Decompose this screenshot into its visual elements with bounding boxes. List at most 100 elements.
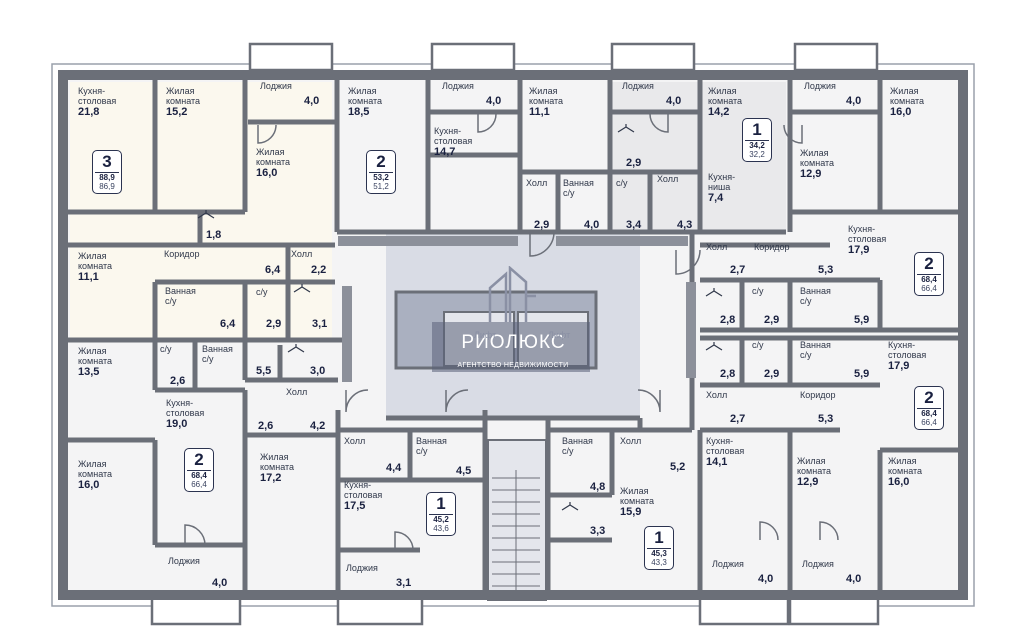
room-area: 3,4 bbox=[626, 219, 642, 231]
apartment-badge[interactable]: 2 53,2 51,2 bbox=[366, 150, 396, 194]
room-area: 15,2 bbox=[166, 106, 188, 118]
room-label: Жилая комната bbox=[166, 86, 201, 106]
room-label: Лоджия bbox=[442, 81, 474, 91]
room-label: Холл bbox=[291, 249, 313, 259]
room-label: с/у bbox=[160, 344, 172, 354]
apartment-total-area: 45,3 bbox=[647, 548, 671, 558]
room-area: 4,0 bbox=[846, 573, 862, 585]
apartment-badge[interactable]: 2 68,4 66,4 bbox=[914, 252, 944, 296]
apartment-total-area: 34,2 bbox=[745, 140, 769, 150]
room-area: 2,9 bbox=[764, 314, 780, 326]
room-area: 4,0 bbox=[846, 95, 862, 107]
room-label: Ванная с/у bbox=[165, 286, 196, 306]
room-area: 2,9 bbox=[534, 219, 550, 231]
room-label: Лоджия bbox=[802, 559, 834, 569]
door-swings bbox=[184, 113, 839, 551]
room-area: 4,0 bbox=[758, 573, 774, 585]
room-label: Жилая комната bbox=[797, 456, 832, 476]
apartment-total-area: 68,4 bbox=[917, 274, 941, 284]
room-label: Кухня- столовая bbox=[434, 126, 473, 146]
apartment-badge[interactable]: 3 88,9 86,9 bbox=[92, 150, 122, 194]
room-label: Жилая комната bbox=[78, 346, 113, 366]
room-area: 17,2 bbox=[260, 472, 282, 484]
room-area: 2,7 bbox=[730, 264, 746, 276]
room-area: 3,0 bbox=[310, 365, 326, 377]
room-area: 19,0 bbox=[166, 418, 188, 430]
apartment-rooms: 1 bbox=[436, 494, 446, 513]
room-area: 16,0 bbox=[888, 476, 910, 488]
room-area: 4,0 bbox=[212, 577, 228, 589]
room-label: Жилая комната bbox=[78, 251, 113, 271]
room-label: Коридор bbox=[800, 390, 836, 400]
apartment-rooms: 3 bbox=[102, 152, 112, 171]
room-label: Ванная с/у bbox=[416, 436, 447, 456]
room-area: 2,6 bbox=[170, 375, 186, 387]
room-label: Ванная с/у bbox=[202, 344, 233, 364]
apartment-badge[interactable]: 1 45,3 43,3 bbox=[644, 526, 674, 570]
room-label: Ванная с/у bbox=[563, 178, 594, 198]
room-area: 4,0 bbox=[666, 95, 682, 107]
apartment-badge[interactable]: 1 34,2 32,2 bbox=[742, 118, 772, 162]
room-area: 3,1 bbox=[312, 318, 328, 330]
staircase bbox=[487, 439, 547, 601]
room-area: 4,0 bbox=[304, 95, 320, 107]
room-area: 2,9 bbox=[764, 368, 780, 380]
room-label: Жилая комната bbox=[890, 86, 925, 106]
core-walls bbox=[338, 236, 696, 382]
room-label: Холл bbox=[620, 436, 642, 446]
room-label: Кухня- столовая bbox=[888, 340, 927, 360]
room-label: Кухня- ниша bbox=[708, 172, 736, 192]
room-label: Холл bbox=[526, 178, 548, 188]
room-label: Коридор bbox=[754, 242, 790, 252]
apartment-rooms: 2 bbox=[376, 152, 386, 171]
apartment-total-area: 68,4 bbox=[917, 408, 941, 418]
apartment-rooms: 1 bbox=[752, 120, 762, 139]
apartment-badge[interactable]: 1 45,2 43,6 bbox=[426, 492, 456, 536]
room-label: Кухня- столовая bbox=[848, 224, 887, 244]
room-label: Ванная с/у bbox=[562, 436, 593, 456]
room-area: 3,3 bbox=[590, 525, 606, 537]
apartment-rooms: 2 bbox=[924, 254, 934, 273]
room-label: Жилая комната bbox=[348, 86, 383, 106]
apartment-badge[interactable]: 2 68,4 66,4 bbox=[184, 448, 214, 492]
room-area: 2,9 bbox=[266, 318, 282, 330]
apartment-living-area: 66,4 bbox=[921, 418, 937, 427]
room-area: 17,9 bbox=[888, 360, 910, 372]
room-label: Лоджия bbox=[622, 81, 654, 91]
room-label: Холл bbox=[706, 390, 728, 400]
room-area: 5,9 bbox=[854, 314, 870, 326]
room-area: 1,8 bbox=[206, 229, 222, 241]
room-label: Ванная с/у bbox=[800, 340, 831, 360]
room-area: 4,0 bbox=[486, 95, 502, 107]
room-label: Лоджия bbox=[804, 81, 836, 91]
apartment-living-area: 43,6 bbox=[433, 524, 449, 533]
room-label: Жилая комната bbox=[888, 456, 923, 476]
apartment-total-area: 45,2 bbox=[429, 514, 453, 524]
apartment-total-area: 68,4 bbox=[187, 470, 211, 480]
apartment-badge[interactable]: 2 68,4 66,4 bbox=[914, 386, 944, 430]
room-area: 12,9 bbox=[797, 476, 819, 488]
room-area: 21,8 bbox=[78, 106, 100, 118]
elevator-label: Лифт bbox=[474, 330, 497, 340]
room-label: Жилая комната bbox=[708, 86, 743, 106]
room-area: 4,5 bbox=[456, 465, 472, 477]
room-area: 4,0 bbox=[584, 219, 600, 231]
room-label: Кухня- столовая bbox=[706, 436, 745, 456]
room-area: 2,8 bbox=[720, 314, 736, 326]
room-label: Коридор bbox=[164, 249, 200, 259]
room-area: 6,4 bbox=[220, 318, 236, 330]
apartment-living-area: 43,3 bbox=[651, 558, 667, 567]
room-area: 18,5 bbox=[348, 106, 370, 118]
room-area: 5,3 bbox=[818, 413, 834, 425]
apartment-living-area: 66,4 bbox=[921, 284, 937, 293]
room-area: 14,2 bbox=[708, 106, 730, 118]
room-area: 2,2 bbox=[311, 264, 327, 276]
room-area: 2,6 bbox=[258, 420, 274, 432]
room-area: 4,8 bbox=[590, 481, 606, 493]
room-area: 16,0 bbox=[890, 106, 912, 118]
room-label: Жилая комната bbox=[800, 148, 835, 168]
room-label: Холл bbox=[344, 436, 366, 446]
room-area: 11,1 bbox=[78, 271, 99, 283]
logo-name: РИОЛЮКС bbox=[461, 332, 566, 353]
